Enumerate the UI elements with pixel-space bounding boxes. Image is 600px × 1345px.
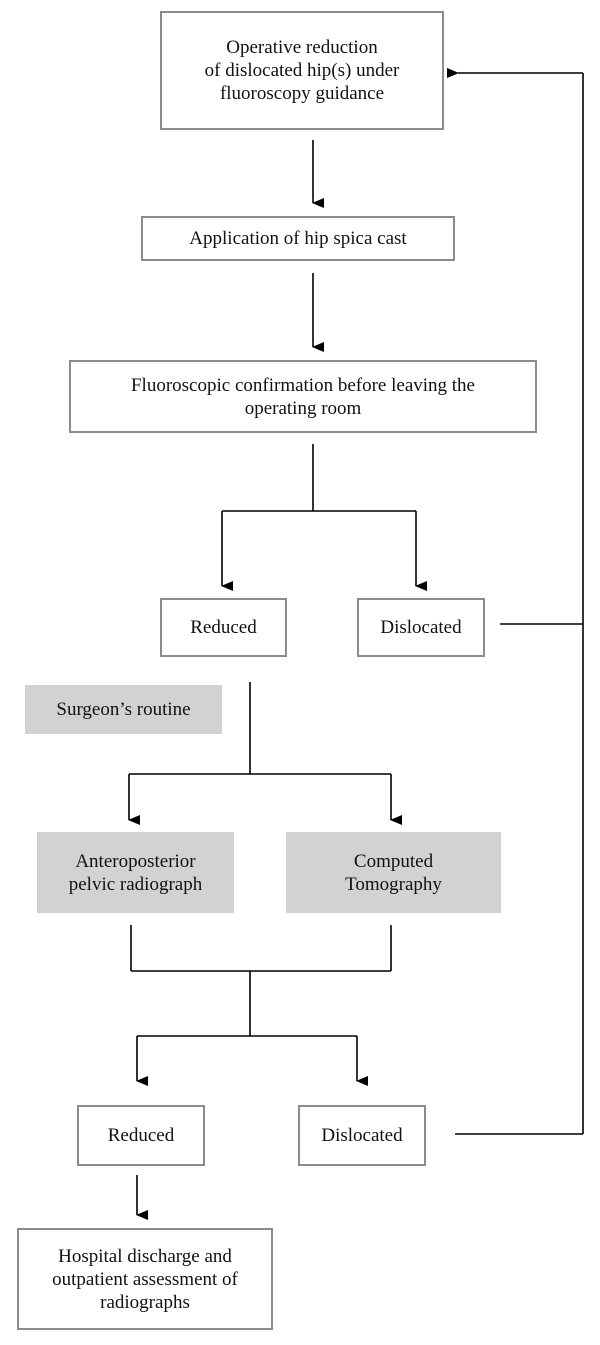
operative-reduction-label: Operative reduction of dislocated hip(s)… [204,37,400,104]
surgeons-routine-node: Surgeon’s routine [25,685,222,734]
ap-radiograph-node: Anteroposterior pelvic radiograph [37,832,234,913]
reduced-node-2: Reduced [77,1105,205,1166]
computed-tomography-label: Computed Tomography [345,850,442,895]
reduced-label-1: Reduced [190,617,257,638]
discharge-node: Hospital discharge and outpatient assess… [17,1228,273,1330]
dislocated-node-1: Dislocated [357,598,485,657]
spica-cast-label: Application of hip spica cast [189,228,407,249]
discharge-label: Hospital discharge and outpatient assess… [52,1245,238,1313]
reduced-node-1: Reduced [160,598,287,657]
operative-reduction-node: Operative reduction of dislocated hip(s)… [160,11,444,130]
fluoro-confirmation-node: Fluoroscopic confirmation before leaving… [69,360,537,433]
ap-radiograph-label: Anteroposterior pelvic radiograph [68,850,203,895]
fluoro-confirmation-label: Fluoroscopic confirmation before leaving… [130,374,475,419]
dislocated-label-1: Dislocated [380,617,462,638]
computed-tomography-node: Computed Tomography [286,832,501,913]
surgeons-routine-label: Surgeon’s routine [56,699,191,720]
dislocated-node-2: Dislocated [298,1105,426,1166]
reduced-label-2: Reduced [107,1125,175,1146]
dislocated-label-2: Dislocated [321,1125,403,1146]
spica-cast-node: Application of hip spica cast [141,216,455,261]
